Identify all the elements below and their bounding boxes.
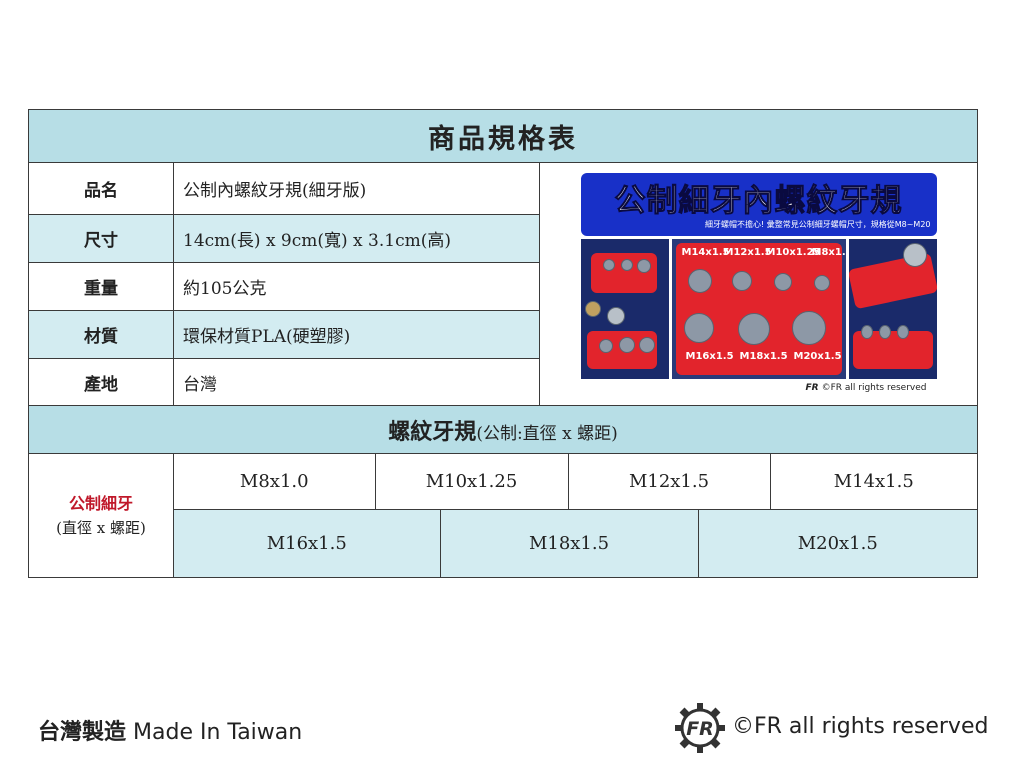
- value-origin: 台灣: [173, 358, 540, 406]
- thread-size-cell: M10x1.25: [374, 454, 568, 509]
- section-subtitle: (公制:直徑 x 螺距): [476, 423, 618, 444]
- thread-size-cell: M12x1.5: [567, 454, 770, 509]
- nut: [584, 301, 601, 317]
- thread-knob: [620, 259, 633, 271]
- thread-type-main: 公制細牙: [68, 493, 133, 513]
- label-origin: 產地: [28, 358, 174, 406]
- thread-knob: [773, 273, 792, 291]
- thread-knob: [687, 269, 712, 293]
- thread-knob: [731, 271, 752, 291]
- thread-knob: [791, 311, 826, 345]
- size-label: M20x1.5: [793, 351, 842, 362]
- photo-caption: FR©FR all rights reserved: [806, 383, 927, 393]
- fr-gear-logo: FR: [675, 703, 725, 753]
- thread-knob: [636, 259, 651, 273]
- photo-panel-left: [580, 239, 669, 379]
- product-photo-cell: 公制細牙內螺紋牙規 細牙螺帽不擔心! 彙整常見公制細牙螺帽尺寸，規格從M8~M2…: [538, 162, 979, 406]
- size-label: M10x1.25: [765, 247, 821, 258]
- photo-panel-right: [848, 239, 937, 379]
- photo-banner: 公制細牙內螺紋牙規 細牙螺帽不擔心! 彙整常見公制細牙螺帽尺寸，規格從M8~M2…: [580, 173, 937, 236]
- thread-knob: [618, 337, 635, 353]
- thread-knob: [602, 259, 615, 271]
- thread-row-1: M8x1.0 M10x1.25 M12x1.5 M14x1.5: [172, 453, 979, 510]
- thread-type-sub: (直徑 x 螺距): [56, 518, 146, 537]
- thread-knob: [638, 337, 655, 353]
- fr-mini-logo: FR: [805, 383, 819, 393]
- banner-subtitle: 細牙螺帽不擔心! 彙整常見公制細牙螺帽尺寸，規格從M8~M20: [704, 220, 931, 229]
- product-photo: 公制細牙內螺紋牙規 細牙螺帽不擔心! 彙整常見公制細牙螺帽尺寸，規格從M8~M2…: [580, 173, 937, 395]
- thread-size-cell: M20x1.5: [697, 510, 978, 577]
- value-name: 公制內螺紋牙規(細牙版): [173, 162, 540, 215]
- thread-knob: [860, 325, 873, 339]
- size-label: M8x1.0: [811, 247, 846, 258]
- size-label: M14x1.5: [681, 247, 730, 258]
- nut: [606, 307, 625, 325]
- made-in-taiwan: 台灣製造 Made In Taiwan: [38, 714, 302, 746]
- copyright-notice: ©FR all rights reserved: [732, 714, 989, 739]
- section-title: 螺紋牙規: [388, 418, 477, 445]
- section-header: 螺紋牙規(公制:直徑 x 螺距): [27, 405, 979, 454]
- photo-caption-text: ©FR all rights reserved: [821, 383, 927, 393]
- thread-knob: [813, 275, 830, 291]
- thread-size-cell: M14x1.5: [769, 454, 978, 509]
- value-material: 環保材質PLA(硬塑膠): [173, 310, 540, 359]
- value-weight: 約105公克: [173, 262, 540, 311]
- size-label: M18x1.5: [739, 351, 788, 362]
- thread-knob: [896, 325, 909, 339]
- label-size: 尺寸: [28, 214, 174, 263]
- made-in-label-en: Made In Taiwan: [133, 720, 303, 745]
- thread-knob: [683, 313, 714, 343]
- thread-size-cell: M18x1.5: [439, 510, 698, 577]
- fr-logo-text: FR: [686, 718, 714, 740]
- banner-title: 公制細牙內螺紋牙規: [614, 183, 903, 220]
- thread-size-cell: M16x1.5: [174, 510, 440, 577]
- spec-table: 商品規格表 品名 公制內螺紋牙規(細牙版) 公制細牙內螺紋牙規 細牙螺帽不擔心!…: [27, 109, 979, 578]
- thread-knob: [737, 313, 770, 345]
- label-material: 材質: [28, 310, 174, 359]
- photo-panel-center: M14x1.5 M12x1.5 M10x1.25 M8x1.0 M16x1.5 …: [671, 239, 846, 379]
- thread-knob: [878, 325, 891, 339]
- thread-knob: [598, 339, 613, 353]
- label-weight: 重量: [28, 262, 174, 311]
- thread-row-2: M16x1.5 M18x1.5 M20x1.5: [172, 509, 979, 578]
- gauge-plate: [675, 243, 842, 375]
- size-label: M12x1.5: [723, 247, 772, 258]
- label-name: 品名: [28, 162, 174, 215]
- table-title: 商品規格表: [27, 109, 979, 163]
- nut: [902, 243, 927, 267]
- made-in-label-zh: 台灣製造: [38, 720, 127, 745]
- size-label: M16x1.5: [685, 351, 734, 362]
- value-size: 14cm(長) x 9cm(寬) x 3.1cm(高): [173, 214, 540, 263]
- thread-type-label: 公制細牙 (直徑 x 螺距): [28, 453, 174, 578]
- thread-size-cell: M8x1.0: [174, 454, 375, 509]
